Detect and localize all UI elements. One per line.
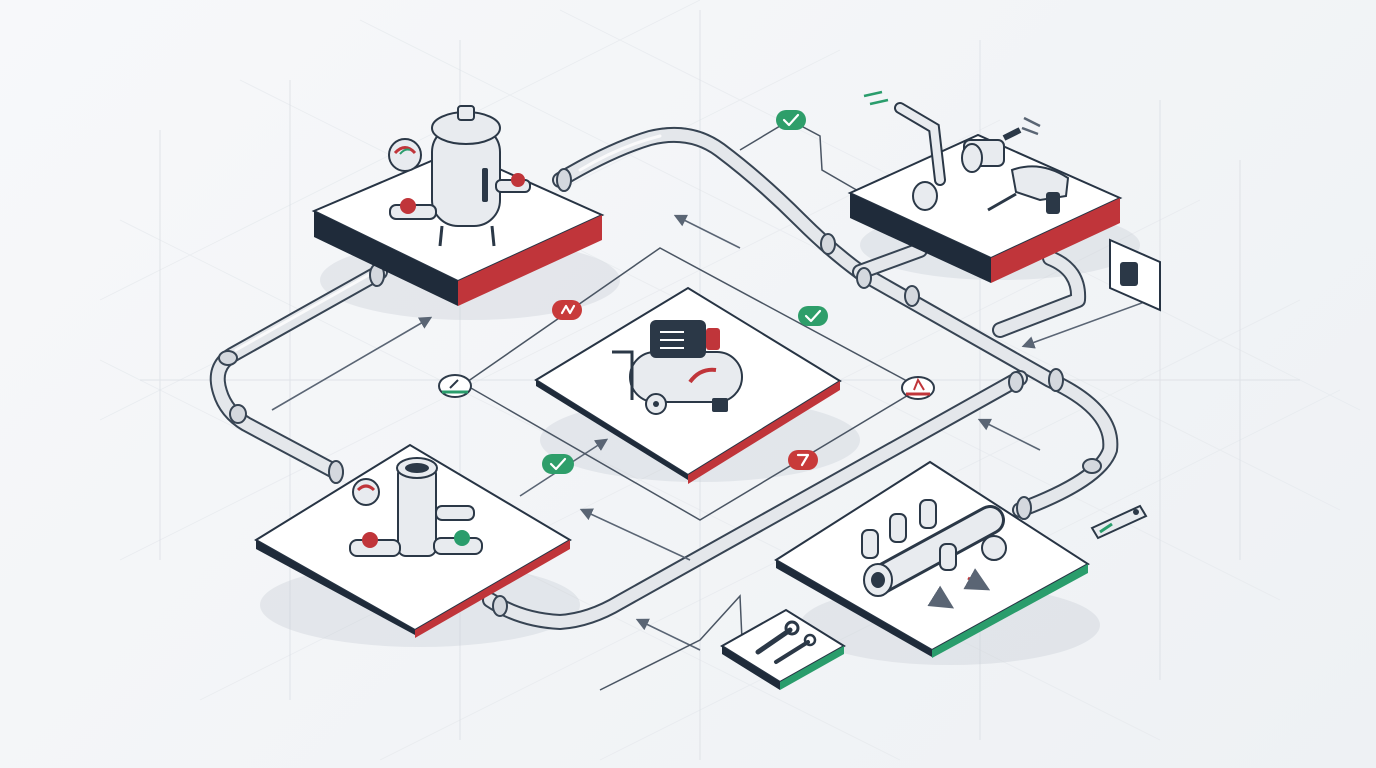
flow-arrow	[635, 618, 701, 651]
station-tools[interactable]	[720, 608, 846, 690]
flow-arrow	[579, 508, 691, 561]
flow-arrow	[1021, 299, 1151, 349]
gauge-icon	[913, 377, 925, 391]
pressure-tank-icon	[388, 105, 531, 247]
flow-arrow	[977, 418, 1041, 451]
pipe-branch-right	[852, 242, 1087, 338]
fault-icon	[560, 304, 576, 315]
valve-tag-icon	[1090, 504, 1148, 540]
status-badge-ok[interactable]	[542, 454, 574, 474]
status-badge-fault[interactable]	[552, 300, 582, 320]
station-manifold[interactable]	[774, 460, 1148, 658]
tools-connector	[599, 594, 743, 691]
fault-icon	[796, 453, 810, 467]
check-icon	[549, 457, 567, 471]
valve-tee-icon	[349, 457, 483, 557]
wall-switch-icon	[1109, 238, 1161, 312]
pipe-joints	[218, 168, 1102, 617]
air-compressor-icon	[612, 320, 743, 415]
flow-arrow	[271, 316, 433, 411]
top-connector	[739, 119, 861, 193]
pipe-network	[209, 126, 1119, 630]
station-valve-tee[interactable]	[254, 443, 572, 638]
station-pressure-tank[interactable]	[311, 105, 605, 306]
manifold-icon	[861, 499, 1007, 609]
status-badges	[438, 110, 935, 474]
station-pipe-fitting[interactable]	[847, 90, 1123, 283]
status-gauge[interactable]	[901, 376, 935, 400]
pipe-drill-icon	[894, 102, 1070, 214]
check-icon	[782, 113, 800, 127]
wrench-tools-icon	[755, 620, 817, 664]
pipe-bottom-run	[482, 370, 1028, 630]
check-icon	[804, 309, 822, 323]
flow-arrow	[673, 214, 741, 249]
status-badge-fault[interactable]	[788, 450, 818, 470]
status-gauge[interactable]	[438, 374, 472, 398]
flow-direction-icon	[863, 90, 1041, 136]
status-badge-ok[interactable]	[776, 110, 806, 130]
pipe-top-run	[552, 126, 1119, 518]
station-air-compressor[interactable]	[534, 286, 842, 484]
status-badge-ok[interactable]	[798, 306, 828, 326]
gauge-icon	[449, 379, 459, 389]
